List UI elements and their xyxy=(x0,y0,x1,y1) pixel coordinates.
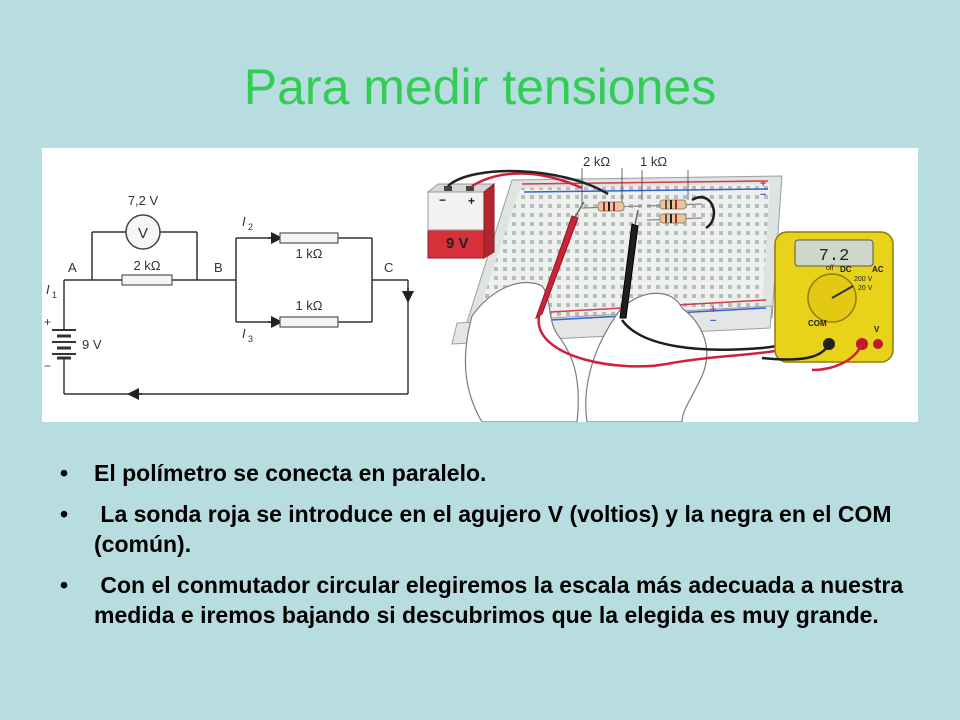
bullet-item: • El polímetro se conecta en paralelo. xyxy=(56,458,916,488)
meter-com-wire xyxy=(761,343,831,361)
battery-plus-label: + xyxy=(44,315,51,329)
battery-photo-plus: + xyxy=(468,194,475,208)
voltmeter-reading: 7,2 V xyxy=(128,193,159,208)
meter-off-label: off xyxy=(826,265,834,272)
current-1-subscript: 1 xyxy=(52,290,57,300)
bullet-text: El polímetro se conecta en paralelo. xyxy=(94,460,487,486)
node-c-label: C xyxy=(384,260,393,275)
current-3-label: I xyxy=(242,326,246,341)
resistor-1k-bottom-label: 1 kΩ xyxy=(295,298,322,313)
battery-red-wire xyxy=(471,172,583,190)
voltmeter-symbol: V xyxy=(138,225,148,242)
battery-photo-label: 9 V xyxy=(446,235,469,252)
bullet-text: Con el conmutador circular elegiremos la… xyxy=(94,572,910,628)
multimeter xyxy=(774,231,894,363)
meter-v-label: V xyxy=(874,325,880,334)
board-resistor-2k-label: 2 kΩ xyxy=(583,154,610,169)
meter-com-label: COM xyxy=(808,319,827,328)
bullet-marker: • xyxy=(60,460,69,486)
board-resistor-1k-label: 1 kΩ xyxy=(640,154,667,169)
meter-dc-label: DC xyxy=(840,265,852,274)
meter-200v-label: 200 V xyxy=(854,276,873,283)
resistor-2k-label: 2 kΩ xyxy=(133,258,160,273)
battery-photo-minus: − xyxy=(439,193,446,207)
bullet-text: La sonda roja se introduce en el agujero… xyxy=(94,501,898,557)
meter-20v-label: 20 V xyxy=(858,285,873,292)
bullet-marker: • xyxy=(60,572,69,598)
node-a-label: A xyxy=(68,260,77,275)
hands xyxy=(464,281,708,422)
meter-v-wire xyxy=(811,343,864,372)
current-3-subscript: 3 xyxy=(248,334,253,344)
voltmeter-circle xyxy=(125,214,161,250)
current-2-subscript: 2 xyxy=(248,222,253,232)
current-2-label: I xyxy=(242,214,246,229)
resistor-1k-top-label: 1 kΩ xyxy=(295,246,322,261)
rail-plus-top: + xyxy=(760,178,766,190)
nine-volt-battery xyxy=(426,182,496,259)
node-b-label: B xyxy=(214,260,223,275)
rail-minus-bottom: − xyxy=(710,315,716,327)
circuit-diagram xyxy=(63,231,409,395)
resistor-1k-top xyxy=(279,232,339,244)
resistor-2k xyxy=(121,274,173,286)
meter-display-value: 7.2 xyxy=(819,247,850,266)
current-1-label: I xyxy=(46,282,50,297)
page-title: Para medir tensiones xyxy=(243,59,717,115)
bullet-item: • La sonda roja se introduce en el aguje… xyxy=(56,499,916,559)
rail-plus-bottom: + xyxy=(710,304,716,316)
figure-svg: V 7,2 V A B C 2 kΩ 1 kΩ 1 kΩ 9 V + − I 1… xyxy=(44,154,894,422)
battery-voltage-label: 9 V xyxy=(82,337,102,352)
battery-symbol xyxy=(52,329,76,360)
battery-minus-label: − xyxy=(44,359,51,373)
board-resistors xyxy=(581,168,703,224)
bullet-list: • El polímetro se conecta en paralelo. • … xyxy=(56,458,916,641)
resistor-1k-bottom xyxy=(279,316,339,328)
bullet-marker: • xyxy=(60,501,69,527)
board-black-jumper xyxy=(691,196,716,230)
measurement-figure: V 7,2 V A B C 2 kΩ 1 kΩ 1 kΩ 9 V + − I 1… xyxy=(42,148,918,422)
rail-minus-top: − xyxy=(760,189,766,201)
bullet-item: • Con el conmutador circular elegiremos … xyxy=(56,570,916,630)
meter-ac-label: AC xyxy=(872,265,884,274)
battery-black-wire xyxy=(447,169,609,196)
